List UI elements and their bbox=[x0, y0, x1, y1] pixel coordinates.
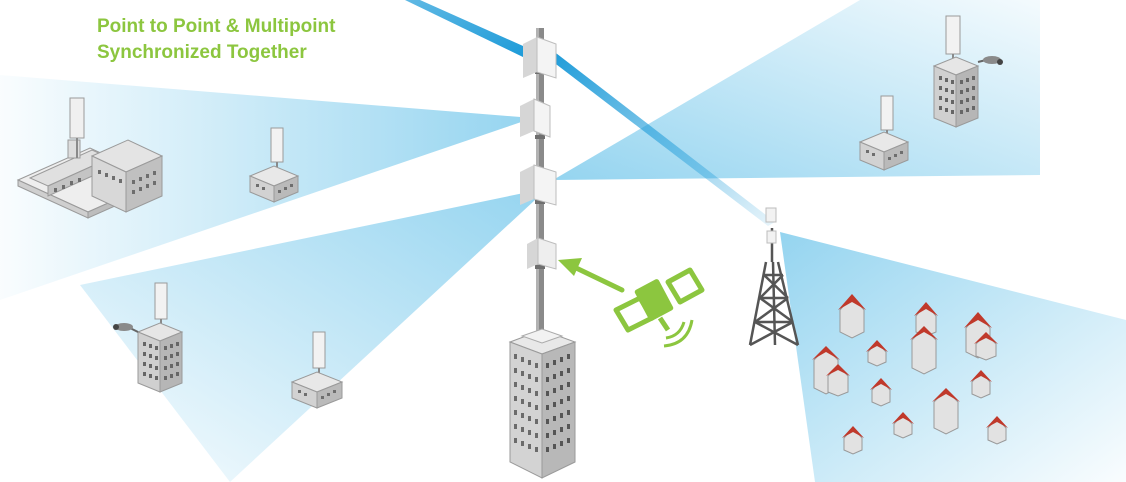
skyscraper-icon bbox=[508, 328, 577, 479]
small-building-icon bbox=[248, 127, 300, 203]
house-icon bbox=[914, 302, 938, 337]
house-icon bbox=[866, 340, 888, 367]
office-tower-icon bbox=[136, 282, 184, 393]
house-icon bbox=[970, 370, 992, 399]
radio-panel-upper bbox=[520, 98, 551, 138]
house-icon bbox=[870, 378, 892, 407]
house-icon bbox=[812, 346, 850, 397]
house-icon bbox=[932, 388, 960, 435]
caption-line-1: Point to Point & Multipoint bbox=[97, 16, 336, 37]
ptp-link-lower bbox=[548, 50, 775, 226]
house-icon bbox=[838, 294, 866, 339]
house-cluster bbox=[812, 294, 1008, 455]
caption-line-2: Synchronized Together bbox=[97, 42, 307, 63]
campus-building-icon bbox=[16, 97, 164, 219]
gps-receiver-panel bbox=[527, 237, 557, 270]
lattice-tower-icon bbox=[748, 207, 800, 347]
security-camera-icon bbox=[113, 323, 139, 333]
radio-panel-top bbox=[523, 36, 557, 79]
central-mast-icon bbox=[520, 28, 557, 333]
gps-satellite-icon bbox=[613, 267, 705, 348]
radio-panel-middle bbox=[520, 164, 557, 206]
house-icon bbox=[986, 416, 1008, 445]
small-building-icon bbox=[290, 331, 344, 409]
diagram-caption: Point to Point & Multipoint Synchronized… bbox=[97, 14, 336, 66]
security-camera-icon bbox=[977, 56, 1003, 65]
house-icon bbox=[910, 326, 938, 375]
beam-right-lower bbox=[780, 232, 1126, 482]
office-tower-icon bbox=[932, 15, 980, 128]
house-icon bbox=[892, 412, 914, 439]
ptp-link-upper bbox=[405, 0, 532, 58]
gps-signal-arrow bbox=[558, 258, 625, 293]
house-icon bbox=[842, 426, 864, 455]
beam-right-upper bbox=[553, 0, 1040, 180]
small-building-icon bbox=[858, 95, 910, 171]
house-icon bbox=[964, 312, 998, 361]
